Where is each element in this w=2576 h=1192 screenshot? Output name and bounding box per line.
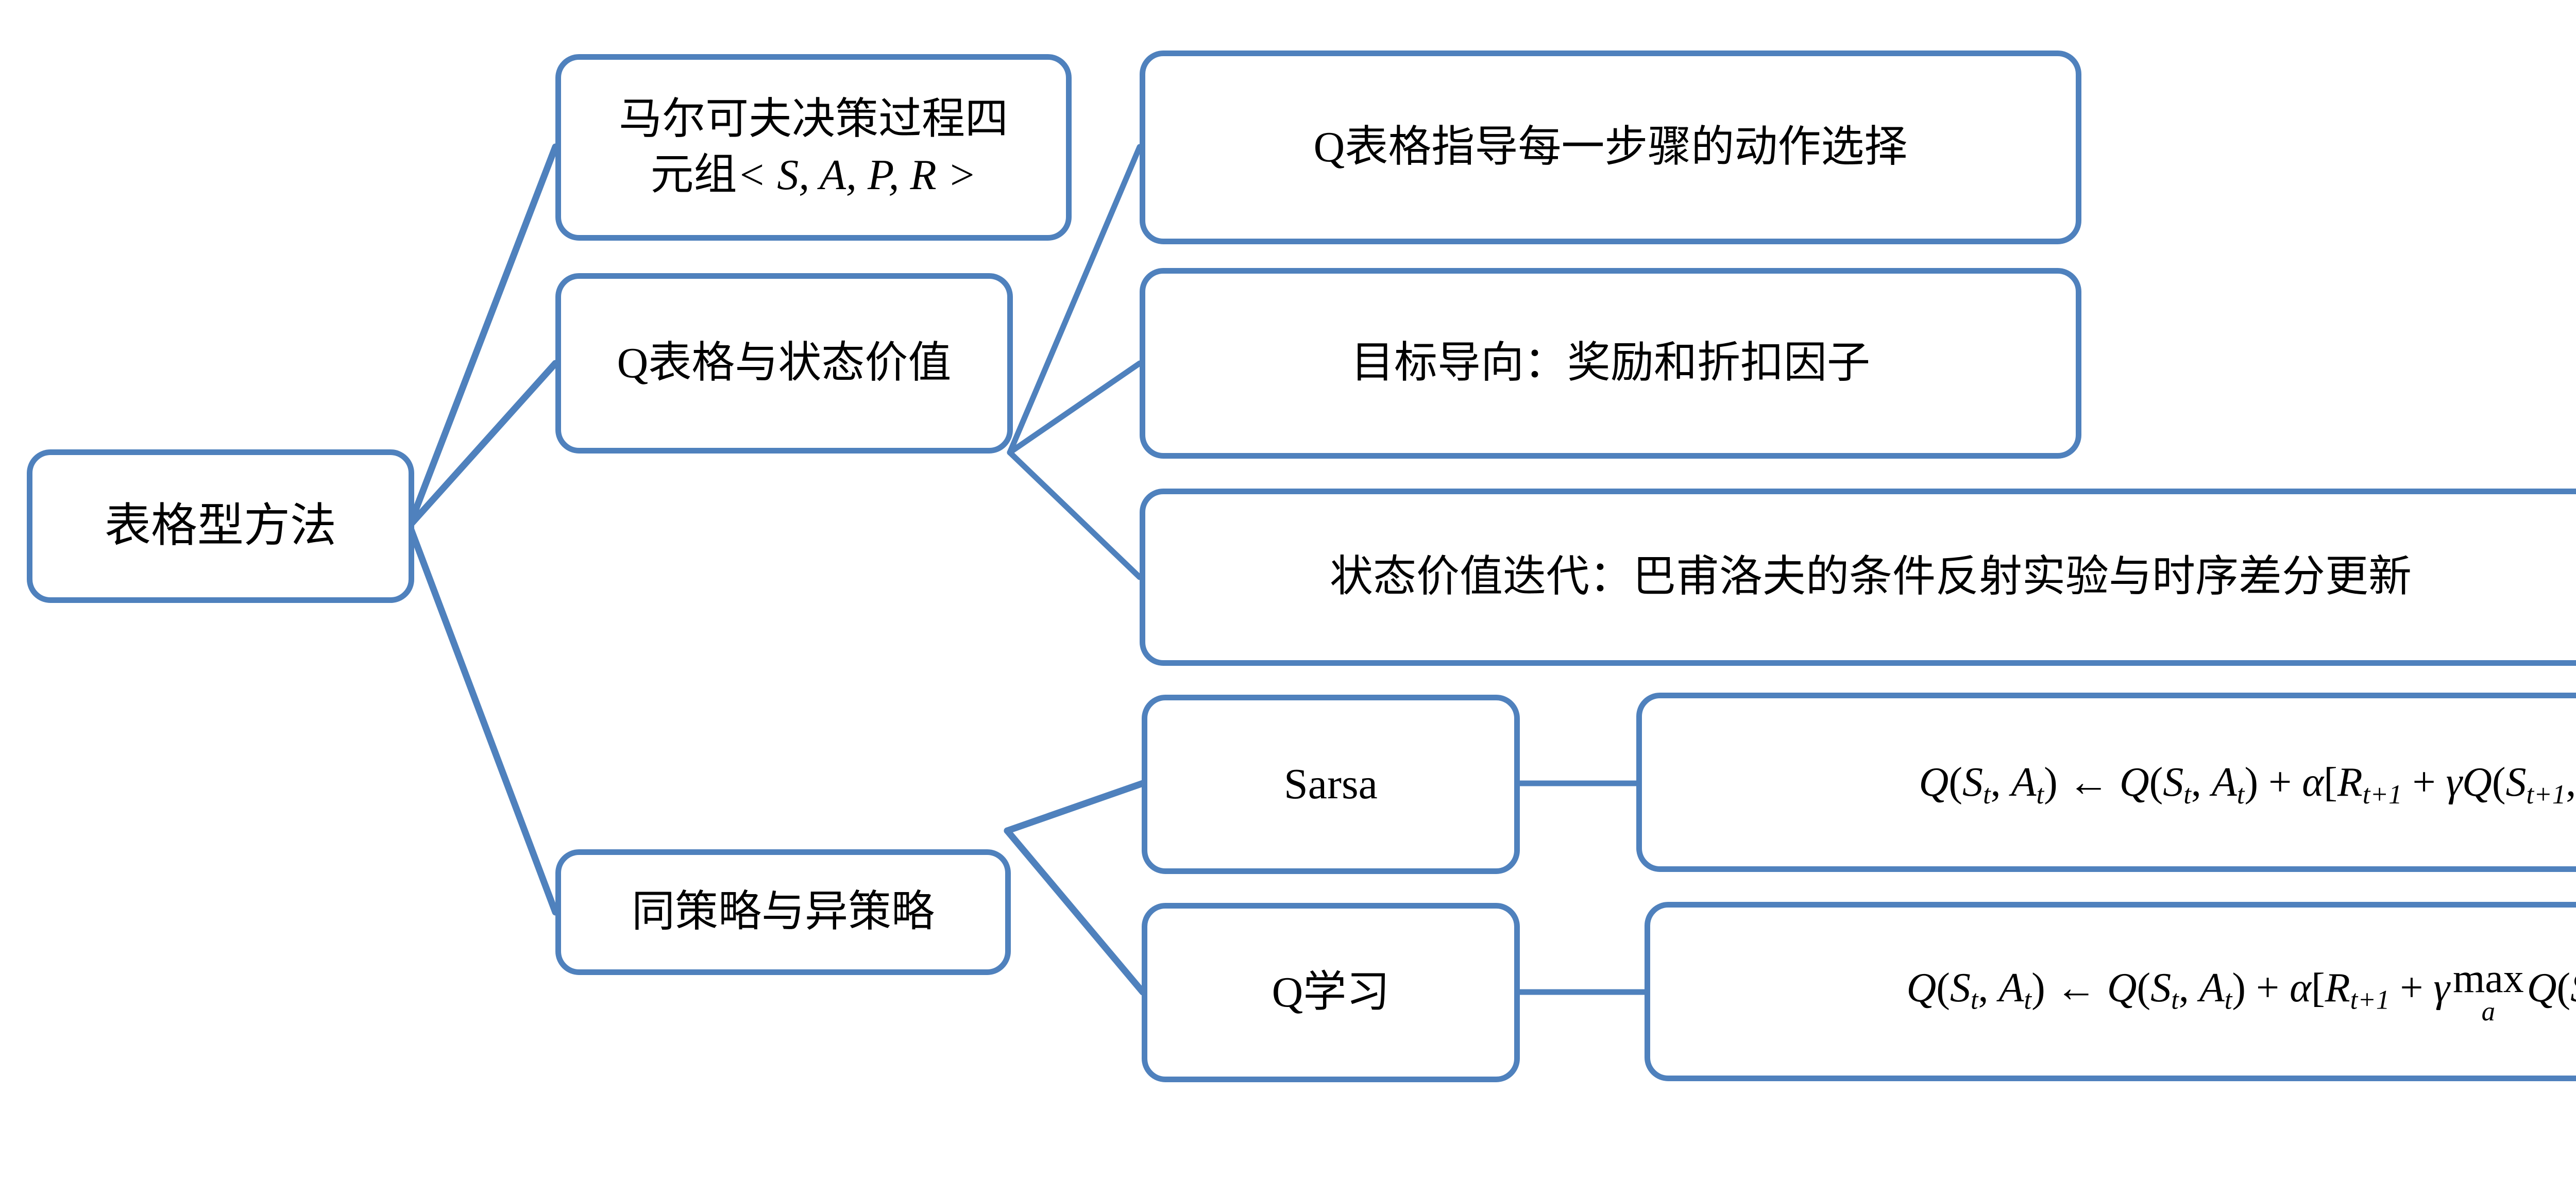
link-qtable-to-goal <box>1007 360 1143 456</box>
node-q-table-guides-action[interactable]: Q表格指导每一步骤的动作选择 <box>1140 51 2081 244</box>
mdp-label-line2: 元组< S, A, P, R > <box>651 147 977 203</box>
link-qtable-to-guide <box>1007 144 1143 456</box>
node-sarsa-formula[interactable]: Q(St, At) ← Q(St, At) + α[Rt+1 + γQ(St+1… <box>1636 693 2576 872</box>
link-policy-to-sarsa <box>1004 780 1146 834</box>
link-root-to-mdp <box>406 143 559 529</box>
mdp-label-line2-math: < S, A, P, R > <box>737 151 977 199</box>
sarsa-label: Sarsa <box>1284 760 1378 809</box>
node-markov-decision-process[interactable]: 马尔可夫决策过程四 元组< S, A, P, R > <box>555 54 1072 241</box>
node-q-learning[interactable]: Q学习 <box>1142 903 1520 1082</box>
node-goal-oriented[interactable]: 目标导向：奖励和折扣因子 <box>1140 268 2081 459</box>
node-on-policy-off-policy[interactable]: 同策略与异策略 <box>555 849 1011 975</box>
link-root-to-policy <box>406 522 559 916</box>
goal-oriented-label: 目标导向：奖励和折扣因子 <box>1350 339 1870 388</box>
node-sarsa[interactable]: Sarsa <box>1142 695 1520 874</box>
node-state-value-iteration[interactable]: 状态价值迭代：巴甫洛夫的条件反射实验与时序差分更新 <box>1140 489 2576 666</box>
link-root-to-qtable <box>406 360 559 529</box>
q-table-state-value-label: Q表格与状态价值 <box>617 339 952 388</box>
root-node-tabular-methods[interactable]: 表格型方法 <box>27 449 414 603</box>
state-value-iteration-label: 状态价值迭代：巴甫洛夫的条件反射实验与时序差分更新 <box>1329 553 2412 601</box>
link-qtable-to-iteration <box>1007 449 1143 580</box>
sarsa-formula-expression: Q(St, At) ← Q(St, At) + α[Rt+1 + γQ(St+1… <box>1919 759 2576 810</box>
mdp-label-line1: 马尔可夫决策过程四 <box>618 95 1008 144</box>
root-node-label: 表格型方法 <box>105 500 336 552</box>
on-policy-off-policy-label: 同策略与异策略 <box>631 888 935 936</box>
q-table-guides-action-label: Q表格指导每一步骤的动作选择 <box>1313 123 1908 172</box>
mdp-label-line2-prefix: 元组 <box>650 151 737 199</box>
q-learning-label: Q学习 <box>1272 968 1390 1017</box>
link-policy-to-qlearning <box>1004 827 1146 996</box>
node-q-table-state-value[interactable]: Q表格与状态价值 <box>555 273 1013 454</box>
